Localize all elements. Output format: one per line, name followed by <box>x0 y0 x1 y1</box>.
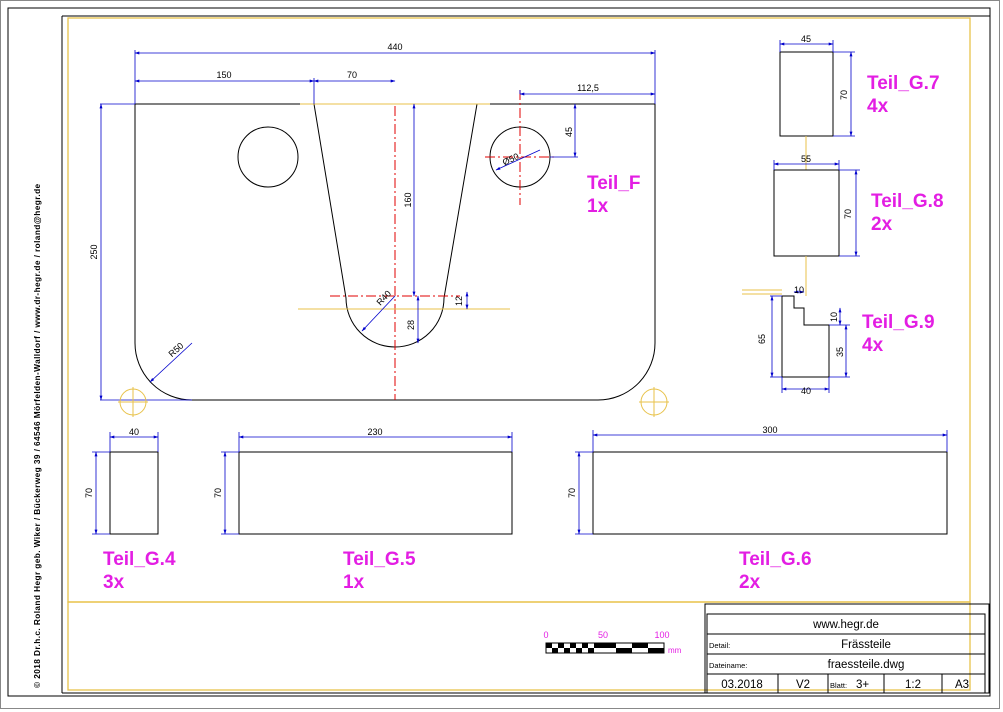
dim-f-width: 440 <box>387 42 402 52</box>
dim-f-left: 150 <box>216 70 231 80</box>
dim-g6-w: 300 <box>762 425 777 435</box>
title-version: V2 <box>796 679 810 691</box>
label-teil-g4-qty: 3x <box>103 572 125 593</box>
label-teil-g8-qty: 2x <box>871 214 893 235</box>
dim-g5-h: 70 <box>213 488 223 498</box>
label-teil-g4-name: Teil_G.4 <box>103 549 176 570</box>
label-teil-g9: Teil_G.9 4x <box>862 311 935 357</box>
dim-g8-h: 70 <box>843 209 853 219</box>
title-filename-label: Dateiname: <box>709 661 747 670</box>
registration-mark-right <box>639 387 669 417</box>
label-teil-g5: Teil_G.5 1x <box>343 548 416 594</box>
title-scale: 1:2 <box>905 679 921 691</box>
label-teil-g6-qty: 2x <box>739 572 761 593</box>
dim-line-r50 <box>149 342 193 383</box>
label-teil-g9-qty: 4x <box>862 335 884 356</box>
label-teil-f-name: Teil_F <box>587 173 641 194</box>
scale-unit: mm <box>668 646 682 655</box>
title-block <box>704 603 990 694</box>
outer-frame <box>7 7 991 697</box>
scale-tick-100: 100 <box>654 630 669 640</box>
label-teil-f-qty: 1x <box>587 196 609 217</box>
dim-g9-step: 10 <box>794 285 804 295</box>
dim-g6-h: 70 <box>567 488 577 498</box>
dim-line-r40 <box>361 295 396 332</box>
label-teil-g5-qty: 1x <box>343 572 365 593</box>
part-g4-outline <box>109 451 159 535</box>
dim-line-d50 <box>495 149 541 171</box>
title-sheet-label: Blatt: <box>830 681 847 690</box>
title-frame-yellow <box>67 601 971 691</box>
title-website: www.hegr.de <box>812 619 879 631</box>
dim-f-slot-28: 28 <box>406 320 416 330</box>
label-teil-f: Teil_F 1x <box>587 172 641 218</box>
dim-f-height: 250 <box>89 244 99 259</box>
title-detail-value: Frässteile <box>841 639 891 651</box>
copyright-sidebar: © 2018 Dr.h.c. Roland Hegr geb. Wiker / … <box>32 183 42 688</box>
dim-g7-h: 70 <box>839 90 849 100</box>
part-g6-outline <box>592 451 948 535</box>
dim-g5-w: 230 <box>367 427 382 437</box>
title-filename-value: fraessteile.dwg <box>828 659 905 671</box>
label-teil-g5-name: Teil_G.5 <box>343 549 416 570</box>
dim-g9-w: 40 <box>801 386 811 396</box>
label-teil-g7-name: Teil_G.7 <box>867 73 940 94</box>
title-format: A3 <box>955 679 969 691</box>
dim-g4-w: 40 <box>129 427 139 437</box>
dim-g7-w: 45 <box>801 34 811 44</box>
dim-g8-w: 55 <box>801 154 811 164</box>
part-g9-outline <box>781 295 830 378</box>
label-teil-g7: Teil_G.7 4x <box>867 72 940 118</box>
registration-mark-left <box>118 387 148 417</box>
part-g5-outline <box>238 451 513 535</box>
title-date: 03.2018 <box>721 679 763 691</box>
dim-f-right: 112,5 <box>577 83 599 93</box>
label-teil-g8-name: Teil_G.8 <box>871 191 944 212</box>
scale-tick-50: 50 <box>598 630 608 640</box>
dim-g9-h: 65 <box>757 334 767 344</box>
label-teil-g9-name: Teil_G.9 <box>862 312 935 333</box>
dim-f-hole-offset: 45 <box>564 127 574 137</box>
label-teil-g6-name: Teil_G.6 <box>739 549 812 570</box>
title-sheet-value: 3+ <box>856 679 869 691</box>
dim-f-slot-12: 12 <box>454 296 464 306</box>
label-teil-g8: Teil_G.8 2x <box>871 190 944 236</box>
label-teil-g6: Teil_G.6 2x <box>739 548 812 594</box>
label-teil-g4: Teil_G.4 3x <box>103 548 176 594</box>
scale-bar <box>545 642 665 654</box>
dim-f-slot-depth: 160 <box>403 192 413 207</box>
dim-f-slot: 70 <box>347 70 357 80</box>
part-f-hole-left <box>237 126 299 188</box>
dim-g9-lower: 35 <box>835 347 845 357</box>
scale-tick-0: 0 <box>543 630 548 640</box>
title-detail-label: Detail: <box>709 641 730 650</box>
label-teil-g7-qty: 4x <box>867 96 889 117</box>
dim-g4-h: 70 <box>84 488 94 498</box>
dim-g9-step-h: 10 <box>829 312 839 322</box>
